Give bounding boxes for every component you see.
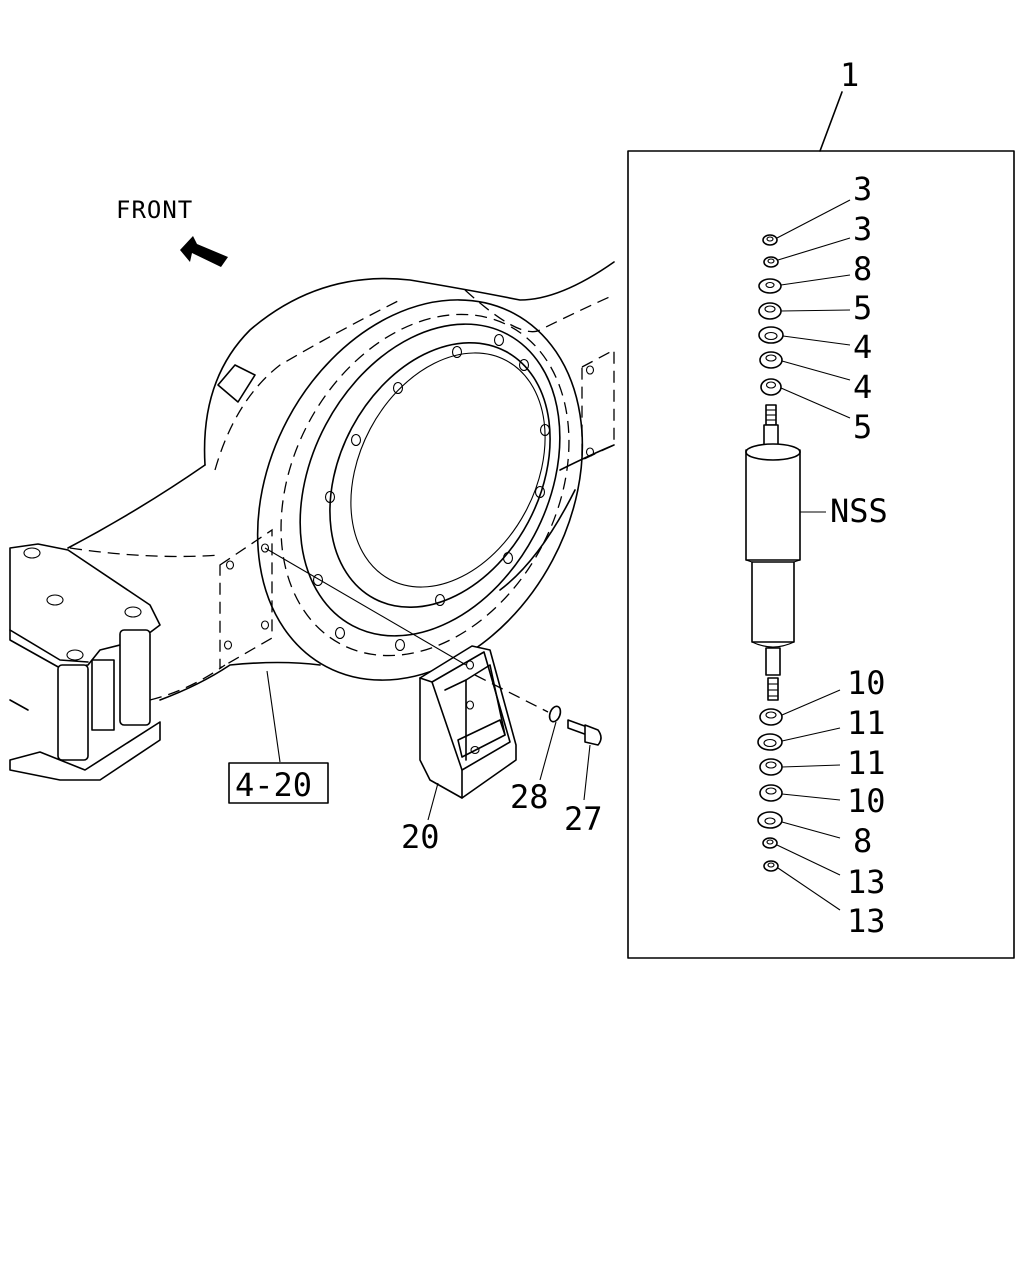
lower-leaders — [776, 689, 841, 911]
label-bushing-b: 5 — [853, 408, 872, 446]
label-clip: 28 — [510, 778, 549, 816]
label-washer-low-b: 10 — [847, 782, 886, 820]
front-label: FRONT — [116, 196, 193, 224]
label-rubber-low-b: 11 — [847, 744, 886, 782]
label-nut-low-a: 13 — [847, 863, 886, 901]
label-bushing-top: 5 — [853, 289, 872, 327]
label-rubber-a: 4 — [853, 328, 872, 366]
label-shock-absorber: NSS — [830, 492, 888, 530]
front-arrow-icon — [180, 236, 228, 267]
leader-assembly — [819, 91, 843, 152]
shock-absorber — [745, 404, 801, 701]
ref-box-label: 4-20 — [235, 766, 312, 804]
bracket-leader-line — [264, 547, 467, 666]
clip-part — [548, 705, 562, 723]
bracket-part — [419, 645, 517, 799]
bolt-part — [567, 719, 602, 746]
label-washer-bottom: 8 — [853, 822, 872, 860]
axle-housing — [67, 261, 615, 701]
clip-leader-line — [474, 674, 549, 713]
label-bolt: 27 — [564, 800, 603, 838]
leader-20 — [427, 782, 439, 821]
ref-leader-line — [266, 670, 281, 763]
label-nut-a: 3 — [853, 170, 872, 208]
label-washer-top: 8 — [853, 250, 872, 288]
spring-seat — [9, 543, 161, 781]
label-bracket: 20 — [401, 818, 440, 856]
upper-leaders — [776, 199, 851, 513]
leader-27 — [583, 744, 591, 801]
upper-hardware — [758, 234, 784, 396]
assembly-box — [627, 150, 1015, 959]
lower-hardware — [757, 708, 783, 872]
label-rubber-low-a: 11 — [847, 704, 886, 742]
ref-box — [228, 762, 329, 804]
label-washer-low-a: 10 — [847, 664, 886, 702]
label-nut-low-b: 13 — [847, 902, 886, 940]
leader-28 — [539, 721, 557, 781]
label-nut-b: 3 — [853, 210, 872, 248]
label-rubber-b: 4 — [853, 368, 872, 406]
label-assembly: 1 — [840, 56, 859, 94]
